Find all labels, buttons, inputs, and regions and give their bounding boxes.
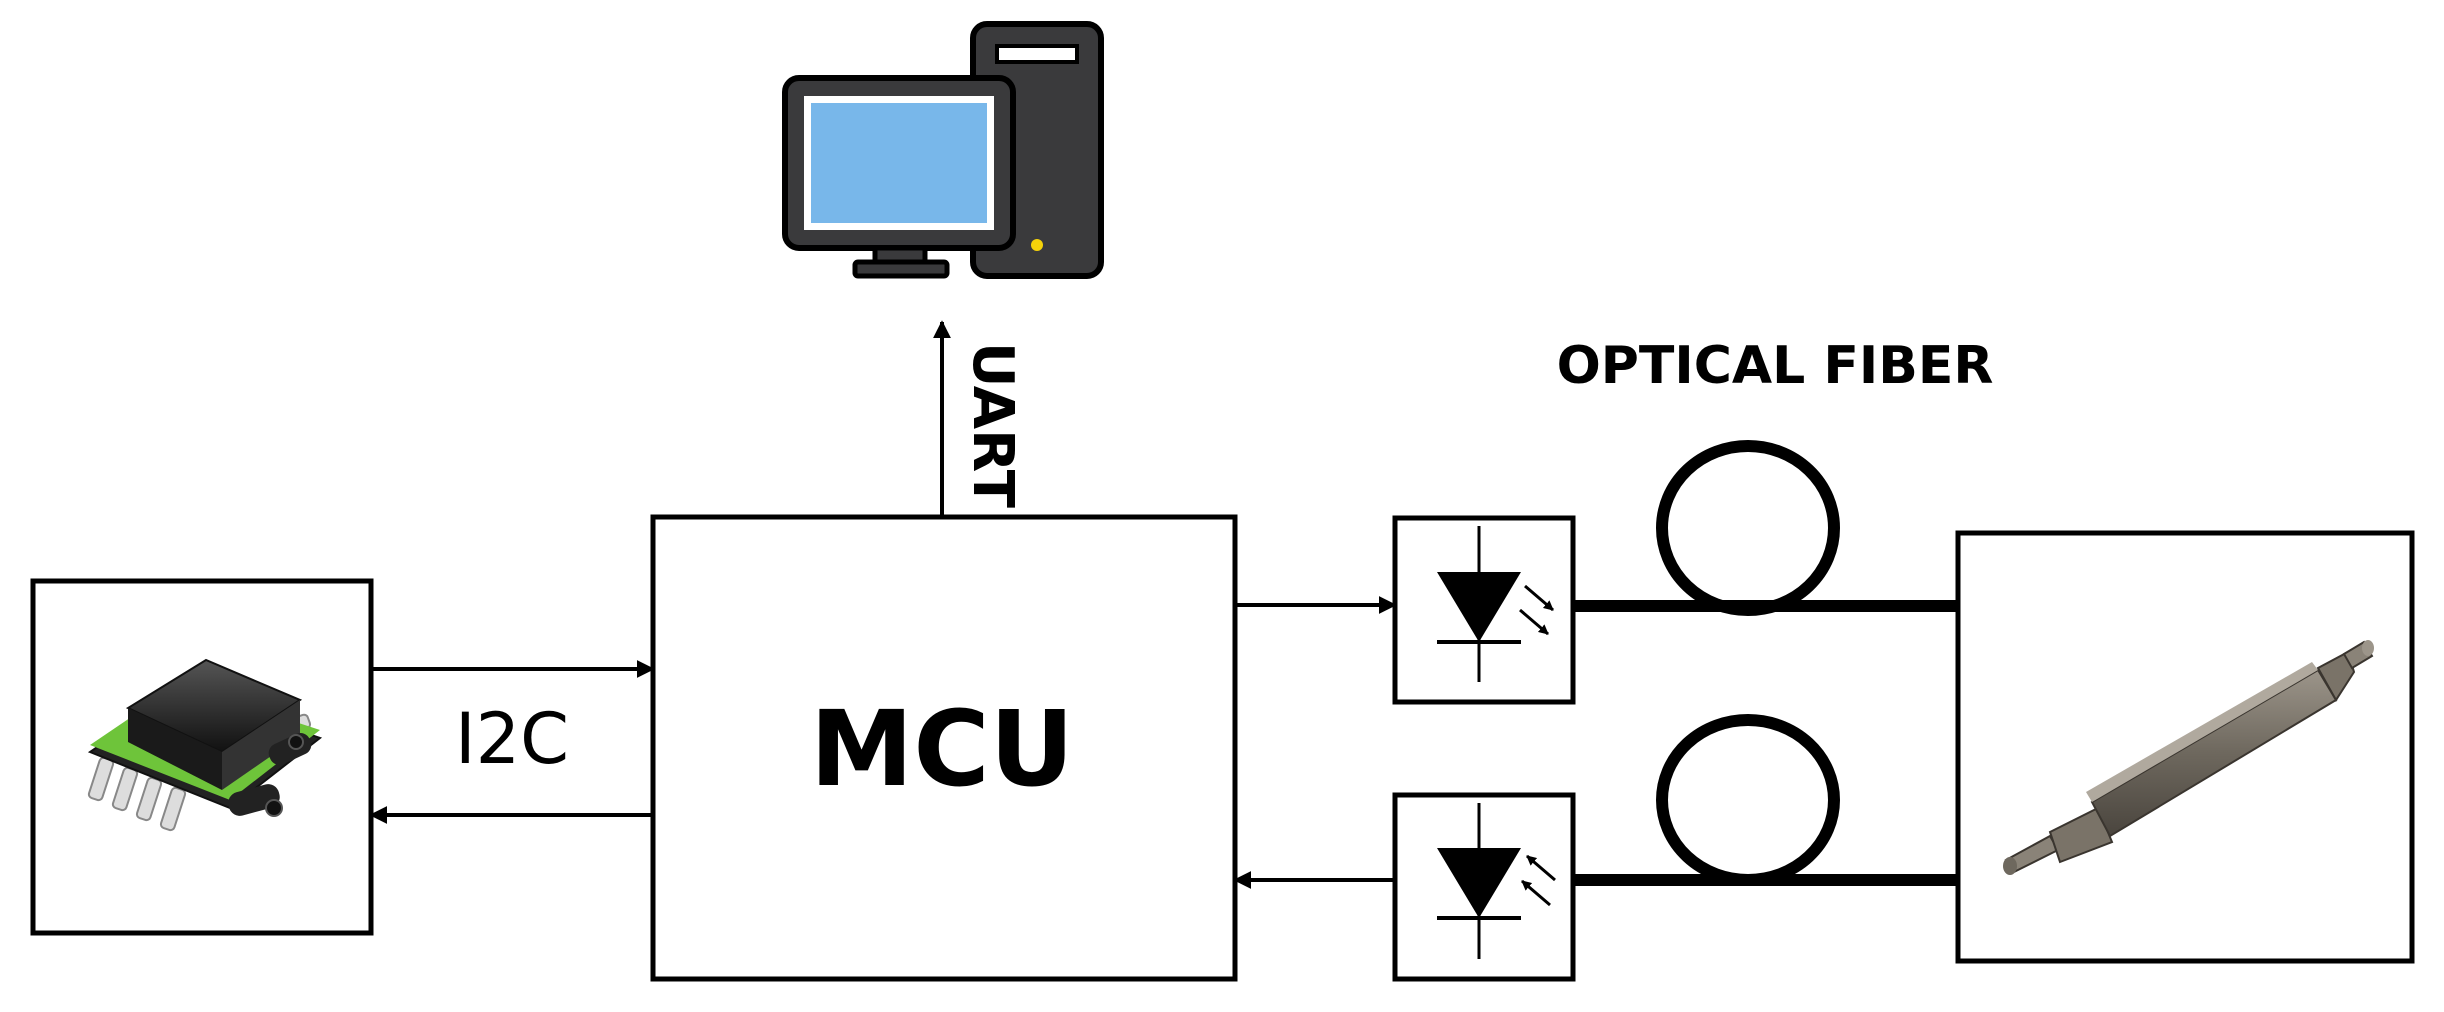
i2c-label: I2C [455,698,569,780]
pressure-sensor-icon [87,658,323,832]
optical-fiber-bottom [1573,714,1958,886]
fiber-sensor-rod-icon [2003,640,2374,875]
uart-label: UART [960,342,1025,508]
optical-fiber-label: OPTICAL FIBER [1557,336,1994,396]
mcu-box [650,514,1238,982]
desktop-computer-icon [782,21,1104,279]
mcu-label: MCU [810,688,1074,810]
led-emitter-icon [1392,515,1576,705]
optical-fiber-top [1573,440,1958,616]
photodiode-icon [1392,792,1576,982]
